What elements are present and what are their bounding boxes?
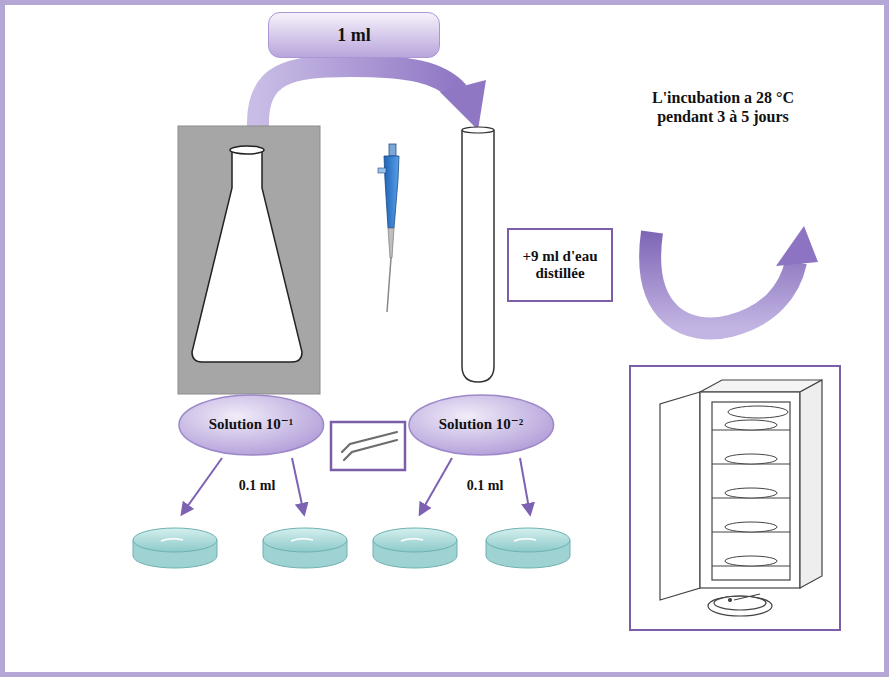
tube-mouth bbox=[462, 127, 494, 133]
test-tube bbox=[462, 130, 494, 382]
micropipette bbox=[378, 144, 399, 312]
diluent-box: +9 ml d'eau distillée bbox=[507, 228, 613, 302]
incubator bbox=[660, 380, 822, 600]
node-text: Solution 10⁻² bbox=[439, 416, 524, 433]
flask-mouth bbox=[230, 146, 264, 154]
volume-label: 0.1 ml bbox=[226, 478, 288, 495]
dilution-ellipse: Solution 10⁻² bbox=[408, 394, 555, 456]
incubation-arrow-head bbox=[776, 226, 818, 266]
node-text: +9 ml d'eau distillée bbox=[516, 248, 604, 283]
plating-arrows bbox=[182, 458, 530, 514]
transfer-arrow bbox=[258, 66, 458, 128]
node-text: Solution 10⁻¹ bbox=[209, 416, 294, 433]
petri-dish-front bbox=[708, 594, 772, 616]
incubator-box bbox=[630, 366, 840, 630]
flask-panel bbox=[178, 126, 320, 394]
spreader-box bbox=[331, 422, 405, 470]
glass-spreaders bbox=[342, 432, 397, 460]
node-text: 1 ml bbox=[337, 25, 371, 46]
volume-box: 1 ml bbox=[268, 12, 440, 58]
volume-label: 0.1 ml bbox=[454, 478, 516, 495]
erlenmeyer-flask bbox=[192, 150, 302, 362]
transfer-arrow-head bbox=[440, 80, 486, 130]
incubation-note: L'incubation a 28 °C pendant 3 à 5 jours bbox=[628, 88, 818, 126]
incubation-arrow bbox=[650, 232, 796, 328]
incubator-shelves bbox=[712, 406, 790, 566]
dilution-ellipse: Solution 10⁻¹ bbox=[178, 394, 325, 456]
petri-dishes bbox=[133, 528, 570, 568]
